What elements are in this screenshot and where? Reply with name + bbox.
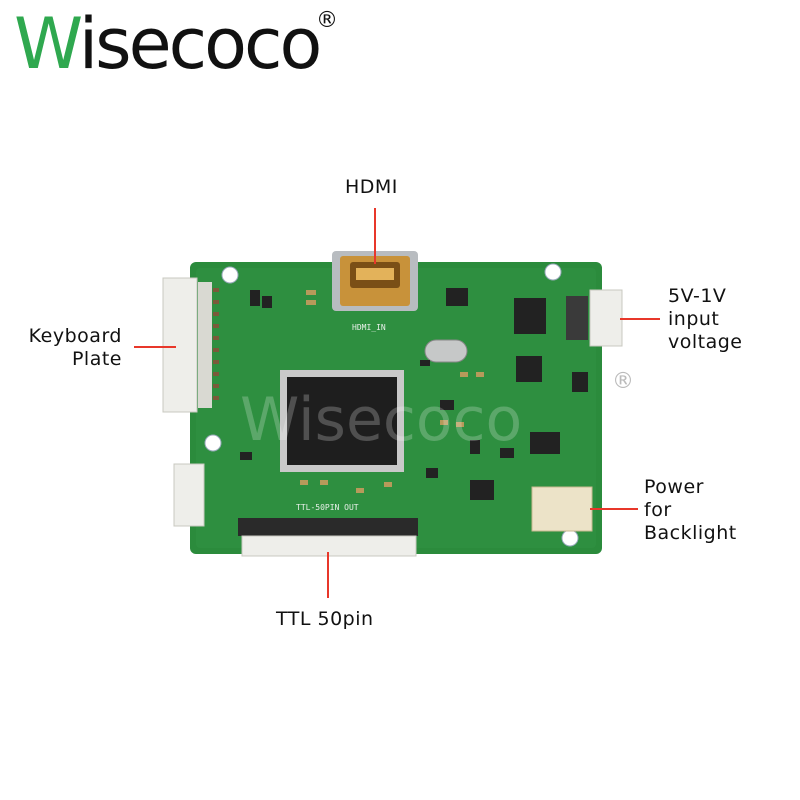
backlight-label-line1: Power xyxy=(644,476,704,498)
hdmi-label: HDMI xyxy=(345,176,398,198)
registered-mark: ® xyxy=(316,8,338,33)
mounting-hole xyxy=(561,529,579,547)
brand-logo: Wisecoco xyxy=(14,3,323,85)
smd-components xyxy=(240,288,588,500)
ttl-fpc-connector xyxy=(238,518,418,557)
small-connector xyxy=(173,463,205,527)
backlight-leader-line xyxy=(590,508,638,510)
keyboard-pin-row xyxy=(213,288,219,400)
keyboard-label-line1: Keyboard xyxy=(28,325,122,347)
voltage-leader-line xyxy=(620,318,660,320)
main-ic-chip xyxy=(280,370,404,472)
brand-logo-rest: isecoco xyxy=(78,3,323,85)
brand-logo-initial: W xyxy=(14,3,82,85)
backlight-label-line2: for xyxy=(644,499,672,521)
mounting-hole xyxy=(221,266,239,284)
voltage-label-line3: voltage xyxy=(668,331,743,353)
voltage-label-line1: 5V-1V xyxy=(668,285,727,307)
silkscreen-ttl-out: TTL-50PIN OUT xyxy=(296,503,359,512)
backlight-label-line3: Backlight xyxy=(644,522,737,544)
ttl-leader-line xyxy=(327,552,329,598)
keyboard-leader-line xyxy=(134,346,176,348)
ttl-label: TTL 50pin xyxy=(276,608,374,630)
voltage-label-line2: input xyxy=(668,308,720,330)
power-input-connector xyxy=(566,289,623,347)
backlight-connector xyxy=(531,486,593,532)
watermark-registered-mark: ® xyxy=(612,369,634,394)
silkscreen-hdmi-in: HDMI_IN xyxy=(352,323,386,332)
mounting-hole xyxy=(544,263,562,281)
hdmi-connector xyxy=(332,251,418,311)
hdmi-leader-line xyxy=(374,208,376,264)
watermark: Wisecoco xyxy=(240,385,522,455)
keyboard-connector xyxy=(162,277,212,413)
keyboard-label-line2: Plate xyxy=(71,348,122,370)
mounting-hole xyxy=(204,434,222,452)
crystal-oscillator xyxy=(424,339,468,363)
